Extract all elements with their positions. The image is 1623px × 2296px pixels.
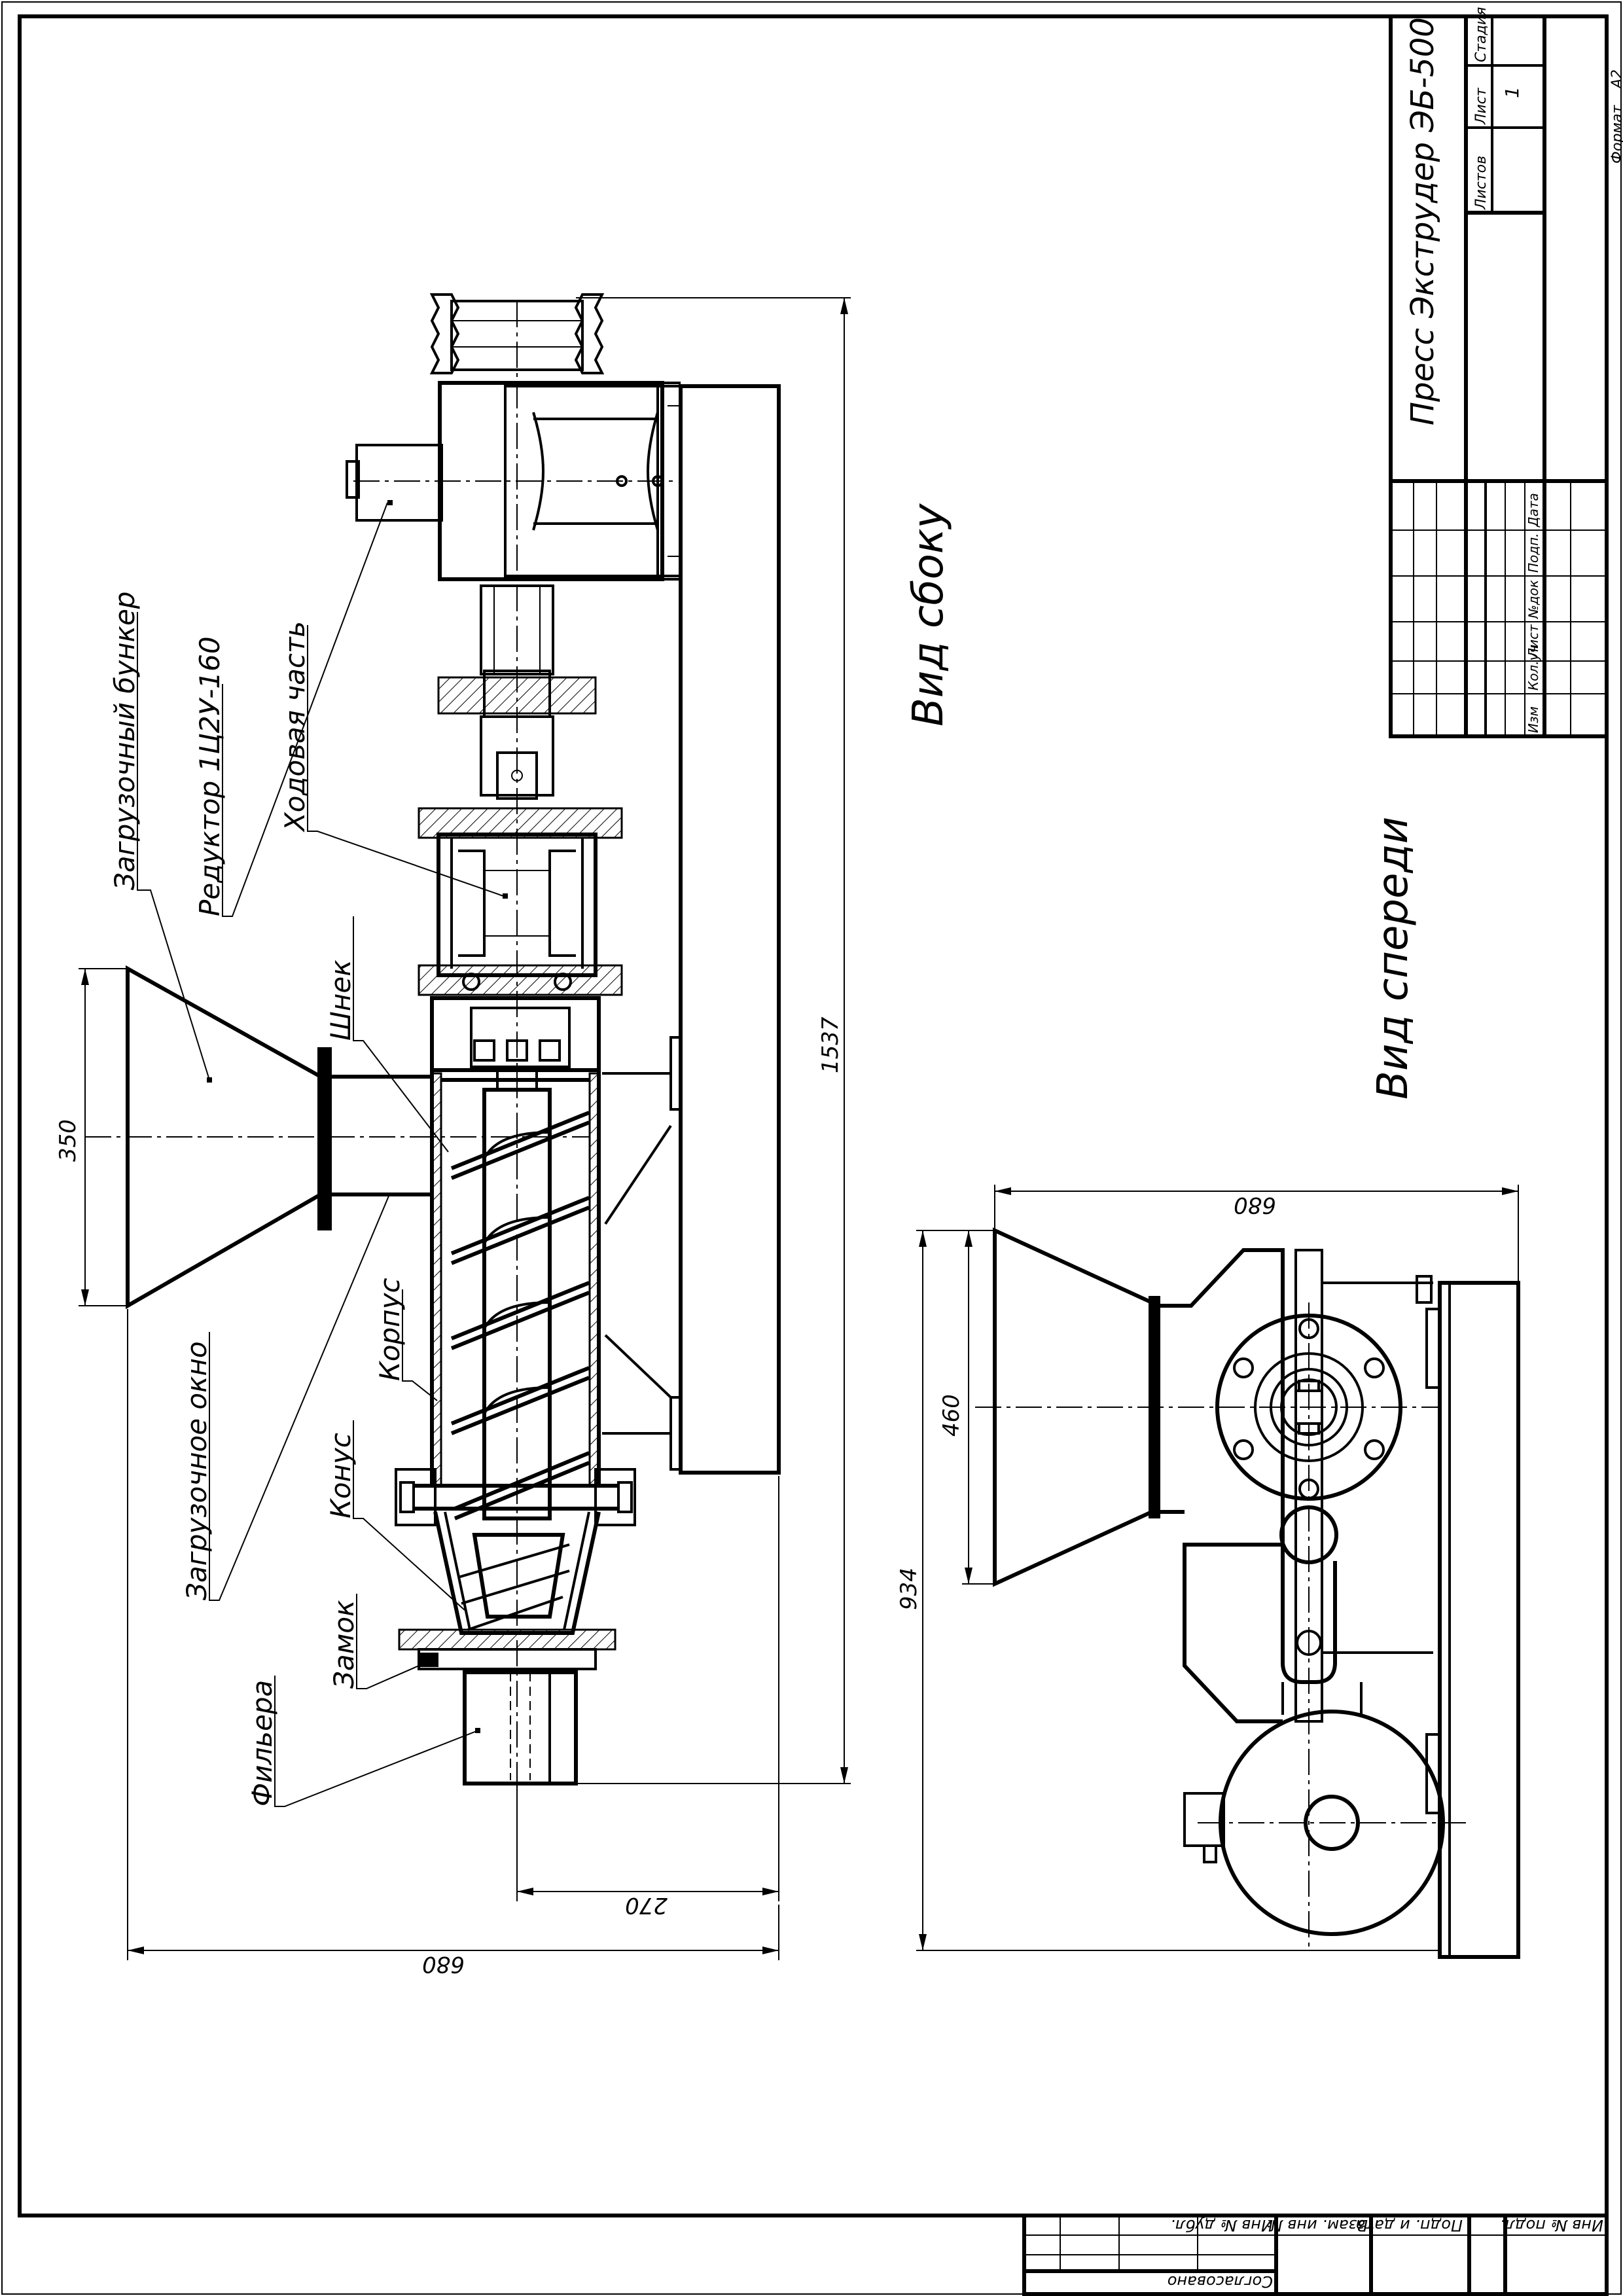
format-value: А2 bbox=[1609, 69, 1623, 90]
change-table bbox=[1391, 481, 1607, 736]
base-frame bbox=[602, 384, 781, 1475]
strip-soglasovano: Согласовано bbox=[1168, 2272, 1273, 2291]
strip-inv-podl: Инв № подл. bbox=[1500, 2216, 1603, 2234]
title-block: Пресс Экструдер ЭБ-500 Стадия Лист Листо… bbox=[1389, 7, 1623, 738]
strip-inv-dubl: Инв № дубл. bbox=[1170, 2216, 1273, 2234]
flange-bolts bbox=[395, 1468, 636, 1526]
front-view: 680 460 934 Вид спереди bbox=[896, 817, 1520, 1959]
change-headers: Изм Кол.уч Лист №док Подп. Дата bbox=[1525, 493, 1541, 733]
lock bbox=[398, 1628, 616, 1670]
callout-reducer: Редуктор 1Ц2У-160 bbox=[194, 636, 226, 916]
sheets-header: Листов bbox=[1473, 156, 1489, 210]
hdr-kolvo: Кол.уч bbox=[1525, 645, 1541, 691]
callout-die: Фильера bbox=[246, 1680, 278, 1806]
callout-leaders bbox=[137, 502, 506, 1807]
pulley bbox=[429, 293, 605, 374]
hopper-side bbox=[85, 965, 589, 1310]
sheet-number: 1 bbox=[1501, 86, 1523, 98]
stage-header: Стадия bbox=[1473, 7, 1489, 62]
dim-460: 460 bbox=[938, 1394, 965, 1437]
running-part bbox=[418, 807, 623, 996]
callout-body: Корпус bbox=[374, 1278, 406, 1381]
cone bbox=[433, 1511, 601, 1635]
gland bbox=[430, 996, 601, 1091]
die bbox=[463, 1670, 578, 1785]
callout-window: Загрузочное окно bbox=[181, 1341, 213, 1600]
dim-270: 270 bbox=[625, 1892, 668, 1918]
dim-934: 934 bbox=[896, 1568, 922, 1610]
dim-1537: 1537 bbox=[817, 1016, 844, 1073]
side-dimensions: 350 1537 270 680 bbox=[55, 297, 851, 1977]
strip-vzam-inv: Взам. инв № bbox=[1266, 2216, 1368, 2234]
callout-texts: Загрузочный бункер Редуктор 1Ц2У-160 Ход… bbox=[109, 592, 406, 1806]
bottom-strip: Инв № подл. Подп. и дата Взам. инв № Инв… bbox=[1022, 2214, 1609, 2296]
callout-hopper: Загрузочный бункер bbox=[109, 592, 141, 890]
dim-350: 350 bbox=[55, 1119, 81, 1162]
callout-cone: Конус bbox=[325, 1433, 357, 1518]
side-view: Загрузочный бункер Редуктор 1Ц2У-160 Ход… bbox=[55, 293, 953, 1977]
screw-flights bbox=[450, 1111, 590, 1520]
dim-680-front: 680 bbox=[1234, 1192, 1276, 1218]
format-label: Формат bbox=[1609, 105, 1623, 164]
callout-running: Ходовая часть bbox=[279, 621, 311, 833]
hdr-ndok: №док bbox=[1525, 580, 1541, 619]
hdr-podp: Подп. bbox=[1525, 533, 1541, 573]
title-text: Пресс Экструдер ЭБ-500 bbox=[1404, 17, 1441, 425]
barrel bbox=[430, 1068, 601, 1520]
hdr-data: Дата bbox=[1525, 493, 1541, 528]
view-front-label: Вид спереди bbox=[1369, 817, 1418, 1100]
reducer bbox=[346, 381, 681, 581]
hdr-list: Лист bbox=[1525, 624, 1541, 658]
sheet-header: Лист bbox=[1473, 87, 1489, 125]
strip-podp-data: Подп. и дата bbox=[1356, 2216, 1463, 2234]
coupling bbox=[437, 584, 597, 800]
callout-screw: Шнек bbox=[325, 960, 357, 1041]
hdr-izm: Изм bbox=[1525, 706, 1541, 733]
dim-680-side: 680 bbox=[422, 1951, 465, 1977]
callout-lock: Замок bbox=[328, 1600, 360, 1689]
front-dimensions: 680 460 934 bbox=[896, 1185, 1519, 1951]
view-side-label: Вид сбоку bbox=[904, 503, 953, 726]
